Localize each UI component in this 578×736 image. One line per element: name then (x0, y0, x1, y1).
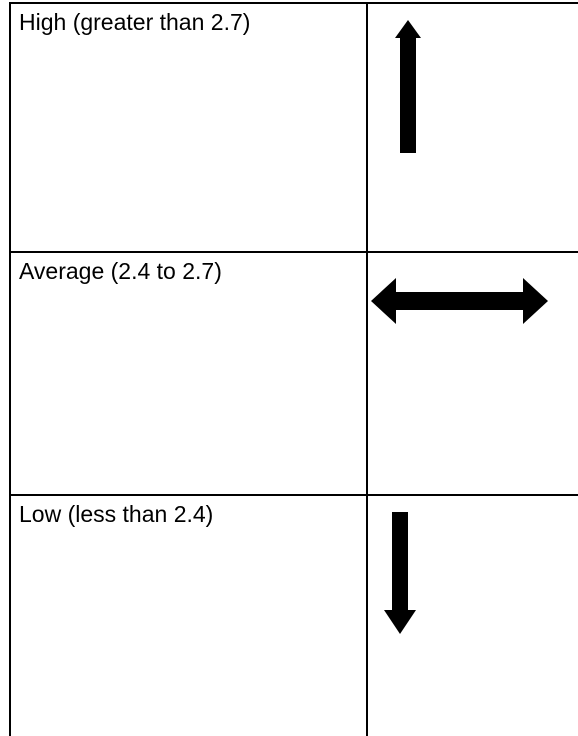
legend-row-high: High (greater than 2.7) (8, 2, 578, 253)
legend-label-cell: Low (less than 2.4) (8, 494, 369, 736)
legend-label-cell: High (greater than 2.7) (8, 2, 369, 253)
left-right-arrow-icon (371, 278, 549, 324)
legend-symbol-cell (366, 494, 578, 736)
legend-row-low: Low (less than 2.4) (8, 494, 578, 736)
up-arrow-icon (395, 20, 422, 153)
legend-label-cell: Average (2.4 to 2.7) (8, 251, 369, 496)
legend-label-low: Low (less than 2.4) (19, 501, 214, 527)
legend-symbol-cell (366, 2, 578, 253)
legend-label-high: High (greater than 2.7) (19, 9, 251, 35)
legend-row-average: Average (2.4 to 2.7) (8, 251, 578, 496)
down-arrow-icon (384, 512, 417, 634)
legend-label-average: Average (2.4 to 2.7) (19, 258, 222, 284)
legend-symbol-cell (366, 251, 578, 496)
legend-table: High (greater than 2.7) Average (2.4 to … (8, 2, 578, 736)
